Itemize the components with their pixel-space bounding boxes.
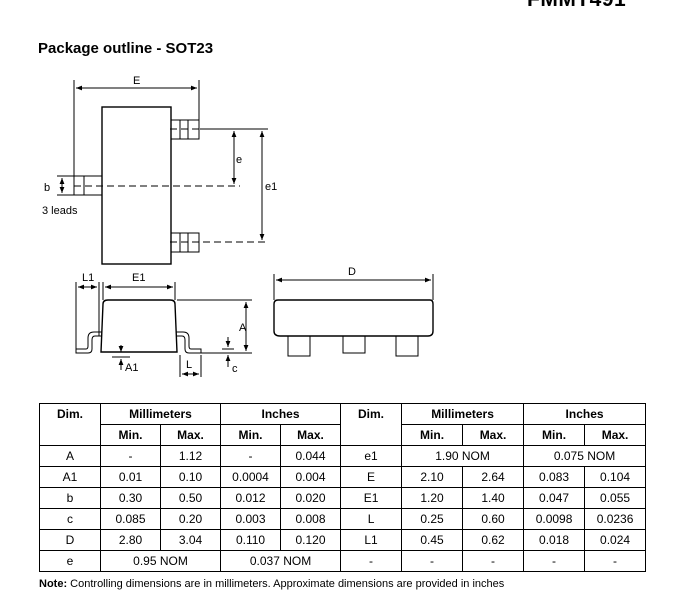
dimensions-table: Dim. Millimeters Inches Dim. Millimeters… (39, 403, 647, 572)
cell-in-min: - (220, 445, 282, 467)
cell-dim: A1 (39, 466, 101, 488)
footnote-label: Note: (39, 578, 68, 590)
cell-in-max: 0.120 (280, 529, 342, 551)
cell-mm-max: - (462, 550, 525, 572)
footnote-text: Controlling dimensions are in millimeter… (67, 578, 505, 590)
dim-label-E: E (133, 75, 141, 87)
cell-mm-min: 2.10 (401, 466, 464, 488)
cell-in-min: 0.012 (220, 487, 282, 509)
cell-in-max: 0.104 (584, 466, 647, 488)
subheader-min: Min. (220, 424, 282, 446)
end-view (273, 274, 434, 357)
cell-dim: A (39, 445, 101, 467)
cell-in-min: 0.003 (220, 508, 282, 530)
subheader-max: Max. (280, 424, 342, 446)
cell-in-min: - (523, 550, 586, 572)
cell-in-nom: 0.075 NOM (523, 445, 647, 467)
cell-dim: D (39, 529, 101, 551)
cell-mm-max: 0.50 (159, 487, 222, 509)
cell-in-max: 0.024 (584, 529, 647, 551)
dim-label-c: c (232, 363, 238, 375)
table-row: b 0.30 0.50 0.012 0.020 E1 1.20 1.40 0.0… (39, 487, 647, 509)
cell-dim: c (39, 508, 101, 530)
cell-mm-min: - (401, 550, 464, 572)
header-dim: Dim. (39, 403, 101, 446)
subheader-min: Min. (523, 424, 586, 446)
cell-in-max: 0.055 (584, 487, 647, 509)
cell-in-max: 0.044 (280, 445, 342, 467)
cell-dim: - (340, 550, 403, 572)
cell-mm-max: 3.04 (159, 529, 222, 551)
top-view (57, 80, 268, 265)
part-number-header: FMMT491 (527, 0, 626, 12)
dim-label-D: D (348, 266, 356, 278)
cell-in-min: 0.083 (523, 466, 586, 488)
table-row: D 2.80 3.04 0.110 0.120 L1 0.45 0.62 0.0… (39, 529, 647, 551)
cell-in-max: 0.008 (280, 508, 342, 530)
header-dim-2: Dim. (340, 403, 403, 446)
dim-label-A: A (239, 322, 247, 334)
dim-label-b: b (44, 182, 51, 194)
cell-dim: e (39, 550, 101, 572)
cell-in-min: 0.110 (220, 529, 282, 551)
cell-mm-max: 0.62 (462, 529, 525, 551)
dim-label-L1: L1 (82, 272, 95, 284)
footnote: Note: Controlling dimensions are in mill… (39, 578, 504, 590)
dim-label-e1: e1 (265, 181, 278, 193)
cell-mm-min: 0.085 (100, 508, 161, 530)
cell-in-min: 0.0098 (523, 508, 586, 530)
leads-count-label: 3 leads (42, 205, 78, 217)
subheader-max: Max. (584, 424, 647, 446)
dim-label-A1: A1 (125, 362, 139, 374)
cell-mm-min: - (100, 445, 161, 467)
subheader-min: Min. (401, 424, 464, 446)
cell-in-max: 0.020 (280, 487, 342, 509)
cell-mm-min: 0.30 (100, 487, 161, 509)
cell-in-max: 0.0236 (584, 508, 647, 530)
dim-label-L: L (186, 359, 193, 371)
cell-mm-min: 2.80 (100, 529, 161, 551)
cell-dim: L1 (340, 529, 403, 551)
cell-in-max: - (584, 550, 647, 572)
cell-mm-max: 1.12 (159, 445, 222, 467)
cell-in-min: 0.018 (523, 529, 586, 551)
cell-in-min: 0.047 (523, 487, 586, 509)
cell-dim: L (340, 508, 403, 530)
dim-label-e: e (236, 154, 243, 166)
cell-mm-max: 2.64 (462, 466, 525, 488)
cell-mm-nom: 1.90 NOM (401, 445, 525, 467)
table-header-row: Dim. Millimeters Inches Dim. Millimeters… (39, 403, 647, 446)
header-inches-2: Inches (523, 403, 647, 425)
cell-dim: e1 (340, 445, 403, 467)
cell-mm-nom: 0.95 NOM (99, 550, 222, 572)
cell-dim: E1 (340, 487, 403, 509)
subheader-max: Max. (159, 424, 222, 446)
cell-in-max: 0.004 (280, 466, 342, 488)
cell-mm-max: 1.40 (462, 487, 525, 509)
cell-mm-max: 0.10 (159, 466, 222, 488)
cell-mm-min: 0.45 (401, 529, 464, 551)
cell-mm-max: 0.60 (462, 508, 525, 530)
cell-mm-min: 0.25 (401, 508, 464, 530)
subheader-max: Max. (462, 424, 525, 446)
header-inches: Inches (220, 403, 342, 425)
cell-mm-min: 1.20 (401, 487, 464, 509)
header-millimeters-2: Millimeters (401, 403, 525, 425)
table-row: A1 0.01 0.10 0.0004 0.004 E 2.10 2.64 0.… (39, 466, 647, 488)
header-millimeters: Millimeters (99, 403, 222, 425)
side-view (75, 282, 252, 377)
table-row: A - 1.12 - 0.044 e1 1.90 NOM 0.075 NOM (39, 445, 647, 467)
table-row: c 0.085 0.20 0.003 0.008 L 0.25 0.60 0.0… (39, 508, 647, 530)
package-outline-drawing (57, 80, 434, 377)
cell-dim: E (340, 466, 403, 488)
cell-dim: b (39, 487, 101, 509)
cell-mm-max: 0.20 (159, 508, 222, 530)
section-title: Package outline - SOT23 (38, 40, 214, 57)
dim-label-E1: E1 (132, 272, 146, 284)
cell-in-nom: 0.037 NOM (220, 550, 342, 572)
subheader-min: Min. (100, 424, 161, 446)
cell-in-min: 0.0004 (220, 466, 282, 488)
table-row: e 0.95 NOM 0.037 NOM - - - - - (39, 550, 647, 572)
cell-mm-min: 0.01 (100, 466, 161, 488)
